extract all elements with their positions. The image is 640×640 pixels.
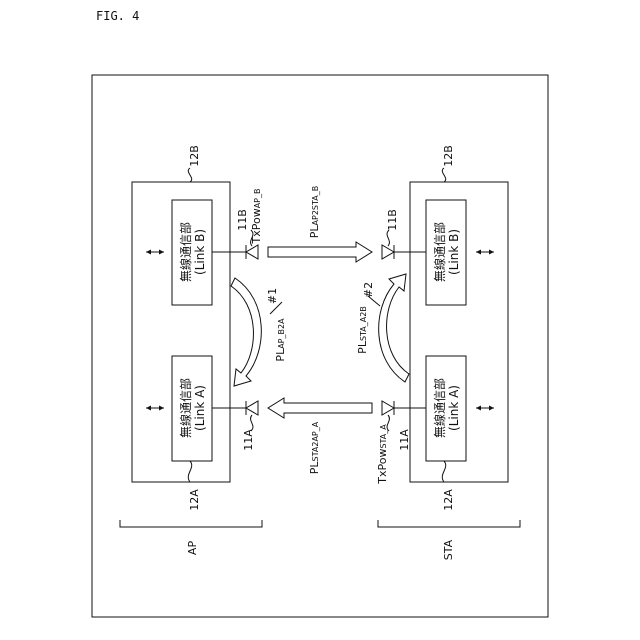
sta-ref-12b: 12B [442,145,455,167]
ap-arc-number: #1 [266,288,279,304]
ap-unit-a-link: (Link A) [193,385,207,431]
ap-unit-a-title: 無線通信部 [178,378,193,438]
sta-arc-number: #2 [362,282,375,298]
sta-ant-a-label: 11A [398,429,411,451]
ap-ref-12b: 12B [188,145,201,167]
ap-unit-b-title: 無線通信部 [178,222,193,282]
sta-unit-b-title: 無線通信部 [432,222,447,282]
ap-label: AP [186,541,199,556]
sta-radio-unit-b: 無線通信部 (Link B) [426,200,466,305]
sta-radio-unit-a: 無線通信部 (Link A) [426,356,466,461]
ap-ant-b-label: 11B [236,209,249,231]
sta-ref-12a: 12A [442,489,455,511]
ap-ant-a-label: 11A [242,429,255,451]
sta-unit-a-title: 無線通信部 [432,378,447,438]
figure-label: FIG. 4 [96,9,139,23]
ap-radio-unit-b: 無線通信部 (Link B) [172,200,212,305]
sta-ant-b-label: 11B [386,209,399,231]
ap-ref-12a: 12A [188,489,201,511]
ap-radio-unit-a: 無線通信部 (Link A) [172,356,212,461]
sta-label: STA [442,539,455,560]
ap-unit-b-link: (Link B) [193,229,207,275]
sta-unit-a-link: (Link A) [447,385,461,431]
sta-unit-b-link: (Link B) [447,229,461,275]
